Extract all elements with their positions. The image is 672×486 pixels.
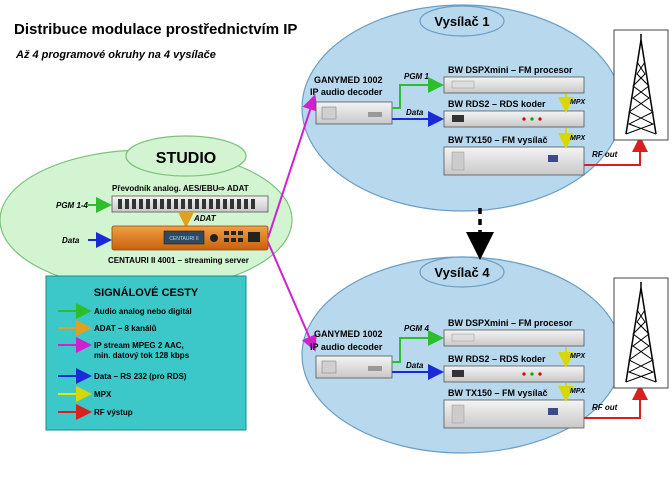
ip-stream-to-site-4 <box>267 241 317 352</box>
site-4-transmitter-device <box>443 399 585 429</box>
site-1-name-bubble <box>419 5 505 37</box>
site-4-tx-label: BW TX150 – FM vysílač <box>448 388 548 398</box>
legend-item-rf: RF výstup <box>94 408 133 417</box>
site-4-rf-arrow <box>584 384 648 419</box>
server-display-text: CENTAURI II <box>169 236 198 242</box>
site-4-rf-label: RF out <box>592 403 618 412</box>
site-1-mpx-label-1: MPX <box>570 99 587 106</box>
site-4-decoder-label-2: IP audio decoder <box>310 342 383 352</box>
site-1-equipment: GANYMED 1002 IP audio decoder PGM 1 Data… <box>310 65 648 176</box>
legend-item-ip-line-1: IP stream MPEG 2 AAC, <box>94 341 184 350</box>
ip-stream-to-site-1 <box>267 94 318 239</box>
pgm-input-label: PGM 1-4 <box>56 201 89 210</box>
converter-label: Převodník analog. AES/EBU⇨ ADAT <box>112 184 249 193</box>
studio-data-label: Data <box>62 236 80 245</box>
diagram-subtitle: Až 4 programové okruhy na 4 vysílače <box>15 49 216 61</box>
site-1-tx-label: BW TX150 – FM vysílač <box>448 135 548 145</box>
site-1-data-label: Data <box>406 108 424 117</box>
server-display <box>163 230 205 245</box>
site-1-pgm-label: PGM 1 <box>404 72 429 81</box>
site-4-mpx-label-1: MPX <box>570 353 587 360</box>
studio-name-bubble <box>125 135 247 177</box>
site-1-antenna-tower <box>613 29 669 141</box>
site-4-mpx-label-2: MPX <box>570 388 587 395</box>
streaming-server-label: CENTAURI II 4001 – streaming server <box>108 256 249 265</box>
site-1-processor-device <box>443 76 585 94</box>
studio-name: STUDIO <box>156 150 216 167</box>
server-knob <box>210 234 218 242</box>
site-1-transmitter-device <box>443 146 585 176</box>
site-4-name: Vysílač 4 <box>434 265 490 280</box>
site-4-name-bubble <box>419 256 505 288</box>
site-4-pgm-arrow <box>392 330 444 363</box>
site-1-decoder-label-2: IP audio decoder <box>310 87 383 97</box>
server-buttons <box>224 231 260 242</box>
site-4-processor-label: BW DSPXmini – FM procesor <box>448 318 573 328</box>
site-4-equipment: GANYMED 1002 IP audio decoder PGM 4 Data… <box>310 318 648 429</box>
site-4-processor-device <box>443 329 585 347</box>
site-4-rds-label: BW RDS2 – RDS koder <box>448 354 546 364</box>
converter-ports <box>118 199 255 209</box>
site-1-name: Vysílač 1 <box>434 14 489 29</box>
site-1-decoder-label-1: GANYMED 1002 <box>314 75 383 85</box>
site-1-processor-label: BW DSPXmini – FM procesor <box>448 65 573 75</box>
site-1-rf-label: RF out <box>592 150 618 159</box>
site-4-rds-device <box>443 365 585 383</box>
site-1-mpx-label-2: MPX <box>570 135 587 142</box>
site-4-decoder-label-1: GANYMED 1002 <box>314 329 383 339</box>
legend-item-ip-line-2: min. datový tok 128 kbps <box>94 351 190 360</box>
legend-item-data: Data – RS 232 (pro RDS) <box>94 372 187 381</box>
site-1-rds-device <box>443 110 585 128</box>
legend-item-adat: ADAT – 8 kanálů <box>94 324 157 333</box>
site-4-pgm-label: PGM 4 <box>404 324 429 333</box>
site-1-rf-arrow <box>584 136 648 166</box>
legend-title: SIGNÁLOVÉ CESTY <box>94 286 199 299</box>
legend-item-mpx: MPX <box>94 390 112 399</box>
diagram-title: Distribuce modulace prostřednictvím IP <box>14 21 297 38</box>
adat-label: ADAT <box>193 214 217 223</box>
site-4-antenna-tower <box>613 277 669 389</box>
legend: SIGNÁLOVÉ CESTY Audio analog nebo digitá… <box>45 275 247 431</box>
site-1-pgm-arrow <box>392 77 444 109</box>
site-4-data-label: Data <box>406 361 424 370</box>
site-1-rds-label: BW RDS2 – RDS koder <box>448 99 546 109</box>
legend-item-audio: Audio analog nebo digitál <box>94 307 192 316</box>
